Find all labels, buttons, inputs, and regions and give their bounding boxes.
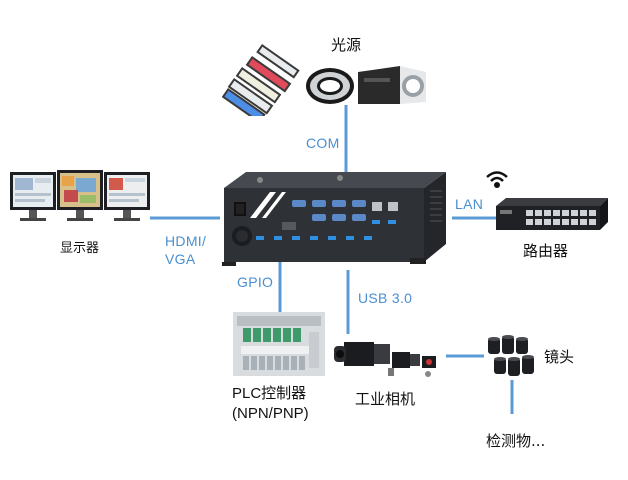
plc-label-line1: PLC控制器 — [232, 385, 307, 402]
light-bars-image — [222, 44, 300, 116]
monitors-image — [10, 170, 150, 221]
usb-label: USB 3.0 — [358, 290, 413, 306]
lan-label: LAN — [455, 196, 484, 212]
lens-image — [488, 335, 534, 376]
ring-light-image — [306, 68, 354, 104]
camera-label: 工业相机 — [355, 390, 416, 408]
lens-label: 镜头 — [544, 348, 575, 366]
light-source-label: 光源 — [331, 36, 362, 54]
plc-image — [233, 312, 325, 376]
industrial-pc-image — [222, 172, 446, 266]
plc-label-line2: (NPN/PNP) — [232, 405, 309, 422]
com-label: COM — [306, 135, 340, 151]
gpio-label: GPIO — [237, 274, 274, 290]
router-image — [496, 198, 608, 230]
display-label: 显示器 — [60, 241, 100, 256]
hdmi-label-line2: VGA — [165, 251, 196, 267]
camera-image — [334, 342, 436, 377]
hdmi-label: HDMI/ VGA — [165, 232, 206, 268]
dome-light-image — [358, 66, 426, 104]
hdmi-label-line1: HDMI/ — [165, 233, 207, 249]
inspected-object-label: 检测物... — [486, 432, 546, 450]
wifi-icon — [486, 171, 508, 188]
plc-label: PLC控制器 (NPN/PNP) — [232, 384, 309, 424]
router-label: 路由器 — [523, 242, 569, 260]
